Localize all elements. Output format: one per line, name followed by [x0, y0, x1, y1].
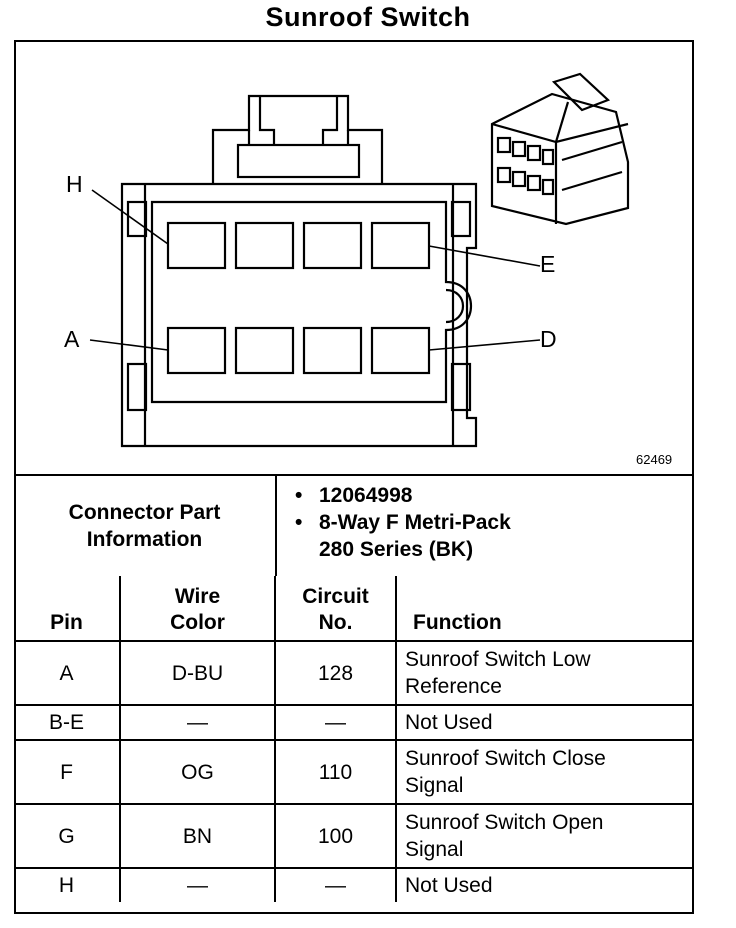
part-number-bullet: • 12064998: [295, 482, 511, 509]
cell-function: Sunroof Switch Open Signal: [395, 803, 694, 869]
table-row: H — — Not Used: [14, 867, 694, 902]
connector-diagram: H A E D: [64, 72, 630, 448]
cell-function: Sunroof Switch Low Reference: [395, 640, 694, 706]
connector-type-line1: 8-Way F Metri-Pack: [319, 511, 511, 534]
connector-type-bullet-cont: 280 Series (BK): [319, 536, 511, 563]
header-pin: Pin: [14, 576, 121, 642]
cell-function: Not Used: [395, 867, 694, 902]
pin-label-e: E: [540, 251, 555, 277]
cell-function-line1: Not Used: [405, 874, 493, 897]
cell-wire-color: BN: [119, 803, 276, 869]
cell-function-line1: Not Used: [405, 711, 493, 734]
document-frame: [14, 40, 694, 914]
cell-pin: F: [14, 739, 121, 805]
part-info-bullets: • 12064998 • 8-Way F Metri-Pack 280 Seri…: [295, 482, 511, 563]
header-wire-color: Wire Color: [119, 576, 276, 642]
cell-wire-color: D-BU: [119, 640, 276, 706]
cell-pin: G: [14, 803, 121, 869]
header-circuit-line2: No.: [318, 611, 353, 634]
part-number: 12064998: [319, 484, 413, 507]
bullet-dot-icon: •: [295, 484, 303, 507]
cell-wire-color: —: [119, 867, 276, 902]
table-row: G BN 100 Sunroof Switch Open Signal: [14, 803, 694, 869]
cell-pin: H: [14, 867, 121, 902]
header-wire-color-line1: Wire: [174, 585, 221, 608]
header-circuit-line1: Circuit: [302, 585, 369, 608]
cell-pin: B-E: [14, 704, 121, 741]
table-row: F OG 110 Sunroof Switch Close Signal: [14, 739, 694, 805]
page-title: Sunroof Switch: [265, 2, 471, 32]
cell-circuit: 128: [274, 640, 397, 706]
header-wire-color-line2: Color: [170, 611, 225, 634]
cell-circuit: —: [274, 704, 397, 741]
cell-function-line1: Sunroof Switch Close: [405, 747, 606, 770]
pin-label-d: D: [540, 326, 557, 352]
table-row: B-E — — Not Used: [14, 704, 694, 741]
part-info-label-line2: Information: [86, 528, 203, 551]
connector-type-line2: 280 Series (BK): [319, 538, 474, 561]
part-info-label-line1: Connector Part: [68, 501, 221, 524]
cell-function: Not Used: [395, 704, 694, 741]
cell-function-line1: Sunroof Switch Open: [405, 811, 604, 834]
pin-label-a: A: [64, 326, 80, 352]
part-info-label: Connector Part Information: [14, 476, 277, 576]
cell-circuit: 110: [274, 739, 397, 805]
cell-wire-color: OG: [119, 739, 276, 805]
pin-table-header: Pin Wire Color Circuit No. Function: [14, 576, 694, 642]
table-row: A D-BU 128 Sunroof Switch Low Reference: [14, 640, 694, 706]
figure-id: 62469: [636, 452, 673, 467]
cell-function-line2: Signal: [405, 838, 464, 861]
cell-function-line2: Signal: [405, 774, 464, 797]
bullet-dot-icon: •: [295, 511, 303, 534]
cell-function-line1: Sunroof Switch Low: [405, 648, 591, 671]
cell-circuit: —: [274, 867, 397, 902]
header-circuit: Circuit No.: [274, 576, 397, 642]
connector-part-info: Connector Part Information • 12064998 • …: [14, 474, 694, 576]
pin-label-h: H: [66, 171, 83, 197]
cell-circuit: 100: [274, 803, 397, 869]
connector-type-bullet: • 8-Way F Metri-Pack: [295, 509, 511, 536]
cell-function-line2: Reference: [405, 675, 502, 698]
header-function: Function: [395, 576, 694, 642]
pin-table: Pin Wire Color Circuit No. Function A D-…: [14, 576, 694, 902]
cell-function: Sunroof Switch Close Signal: [395, 739, 694, 805]
cell-pin: A: [14, 640, 121, 706]
cell-wire-color: —: [119, 704, 276, 741]
